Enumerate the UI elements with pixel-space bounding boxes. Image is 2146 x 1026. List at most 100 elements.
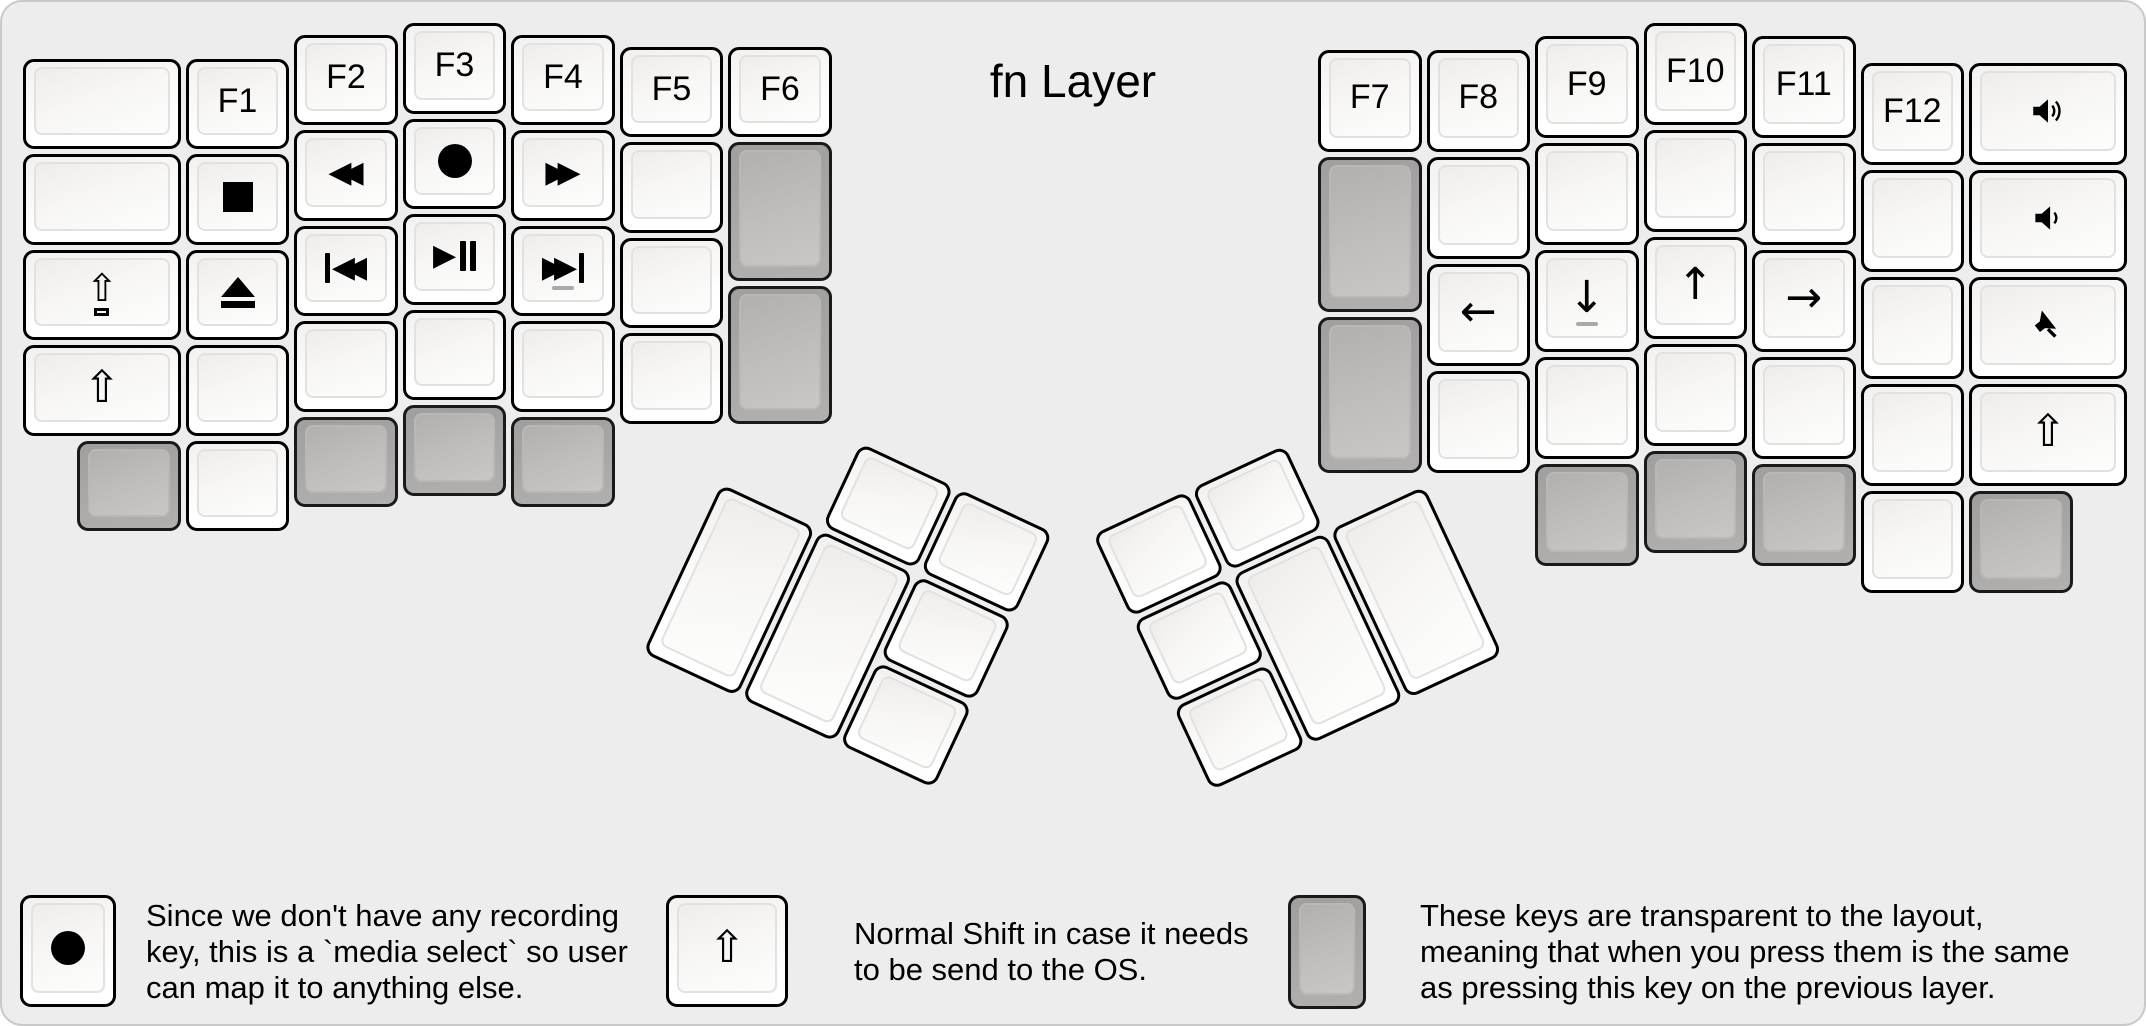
key-record [402, 118, 507, 209]
keytop-surface [522, 329, 604, 398]
legend-key-shift: ⇧ [666, 895, 788, 1007]
arrow-down-icon: ↓ [1546, 258, 1628, 339]
keytop-surface [1763, 472, 1845, 553]
record-icon [31, 903, 105, 993]
key-transparent [294, 416, 398, 508]
key-blank [402, 309, 507, 400]
keytop-surface: F3 [413, 31, 496, 100]
keytop-surface [413, 413, 496, 482]
keytop-surface [1105, 502, 1209, 600]
shift-lock-icon: ⇧ [34, 257, 170, 327]
fast-forward-icon: ▶▶ [522, 138, 604, 207]
keytop-surface [1980, 499, 2062, 580]
key-f11: F11 [1752, 36, 1856, 139]
key-blank [294, 321, 398, 412]
key-f12: F12 [1860, 63, 1964, 166]
keytop-surface [1763, 151, 1845, 232]
keytop-surface [1871, 178, 1953, 259]
key-blank [1860, 384, 1964, 487]
keytop-surface [196, 353, 279, 422]
key-label: F6 [760, 69, 800, 108]
key-f1: F1 [185, 58, 290, 150]
key-blank [619, 142, 724, 233]
key-volume-down [1969, 170, 2127, 273]
prev-track-icon: ◀◀ [305, 233, 387, 303]
keytop-surface: F10 [1654, 31, 1736, 111]
keytop-surface: F7 [1329, 57, 1411, 138]
keytop-surface [1871, 285, 1953, 366]
key-blank [1860, 491, 1964, 594]
record-icon [413, 126, 496, 195]
key-stop [185, 154, 290, 245]
key-blank [1860, 277, 1964, 380]
keytop-surface [1437, 164, 1519, 245]
key-label: F1 [217, 81, 258, 120]
keytop-surface: F1 [196, 66, 279, 136]
key-transparent [1318, 317, 1422, 473]
keytop-surface [936, 500, 1040, 598]
key-eject [185, 249, 290, 341]
key-prev-track: ◀◀ [294, 225, 398, 317]
keytop-surface [34, 66, 170, 136]
keytop-surface [739, 293, 821, 410]
key-rewind: ◀◀ [294, 130, 398, 221]
keytop-surface [1186, 676, 1290, 773]
key-f4: F4 [511, 34, 615, 126]
key-label: F10 [1665, 51, 1725, 90]
next-track-icon: ▶▶ [522, 233, 604, 303]
keytop-surface [739, 150, 821, 267]
key-mute [1969, 277, 2127, 380]
keytop-surface: F11 [1763, 44, 1845, 125]
key-shift: ⇧ [23, 345, 181, 436]
keytop-surface [630, 150, 713, 219]
keytop-surface [522, 424, 604, 494]
key-volume-up [1969, 63, 2127, 166]
key-shift-lock: ⇧ [23, 249, 181, 341]
key-transparent [1643, 451, 1747, 553]
keytop-surface [1329, 164, 1411, 299]
key-blank [619, 333, 724, 424]
shift-icon: ⇧ [677, 903, 777, 993]
rewind-icon: ◀◀ [305, 138, 387, 207]
volume-up-icon [1980, 71, 2116, 152]
key-f5: F5 [619, 46, 724, 138]
key-blank [185, 440, 290, 532]
keytop-surface: F5 [630, 54, 713, 124]
key-blank [23, 58, 181, 150]
key-label: F5 [651, 69, 692, 108]
key-blank [185, 345, 290, 436]
keytop-surface [1146, 589, 1250, 687]
keytop-surface [855, 673, 959, 771]
keytop-surface [1299, 903, 1355, 995]
key-label: F3 [434, 45, 475, 84]
layer-title: fn Layer [989, 55, 1157, 107]
legend-key-record [20, 895, 116, 1007]
key-label: F2 [326, 57, 366, 96]
keytop-surface: F4 [522, 42, 604, 112]
key-transparent [1318, 156, 1422, 313]
legend-key-transparent [1288, 895, 1366, 1009]
key-blank [1535, 143, 1639, 246]
key-transparent [511, 416, 615, 508]
keytop-surface [1654, 138, 1736, 218]
shift-icon: ⇧ [1980, 392, 2116, 473]
stop-icon [196, 162, 279, 231]
keytop-surface [630, 245, 713, 315]
keytop-surface [34, 162, 170, 231]
volume-down-icon [1980, 178, 2116, 259]
keytop-surface [1871, 499, 1953, 580]
key-arrow-left: ← [1426, 263, 1530, 366]
key-transparent [1969, 491, 2073, 594]
key-blank [1643, 130, 1747, 232]
key-f2: F2 [294, 34, 398, 126]
keytop-surface [1204, 457, 1308, 554]
arrow-left-icon: ← [1437, 271, 1519, 352]
keytop-surface [1654, 352, 1736, 432]
key-transparent [1535, 464, 1639, 567]
keytop-surface [1546, 365, 1628, 446]
arrow-up-icon: ↑ [1654, 245, 1736, 325]
key-blank [1535, 357, 1639, 460]
key-transparent [402, 405, 507, 496]
key-blank [23, 154, 181, 245]
